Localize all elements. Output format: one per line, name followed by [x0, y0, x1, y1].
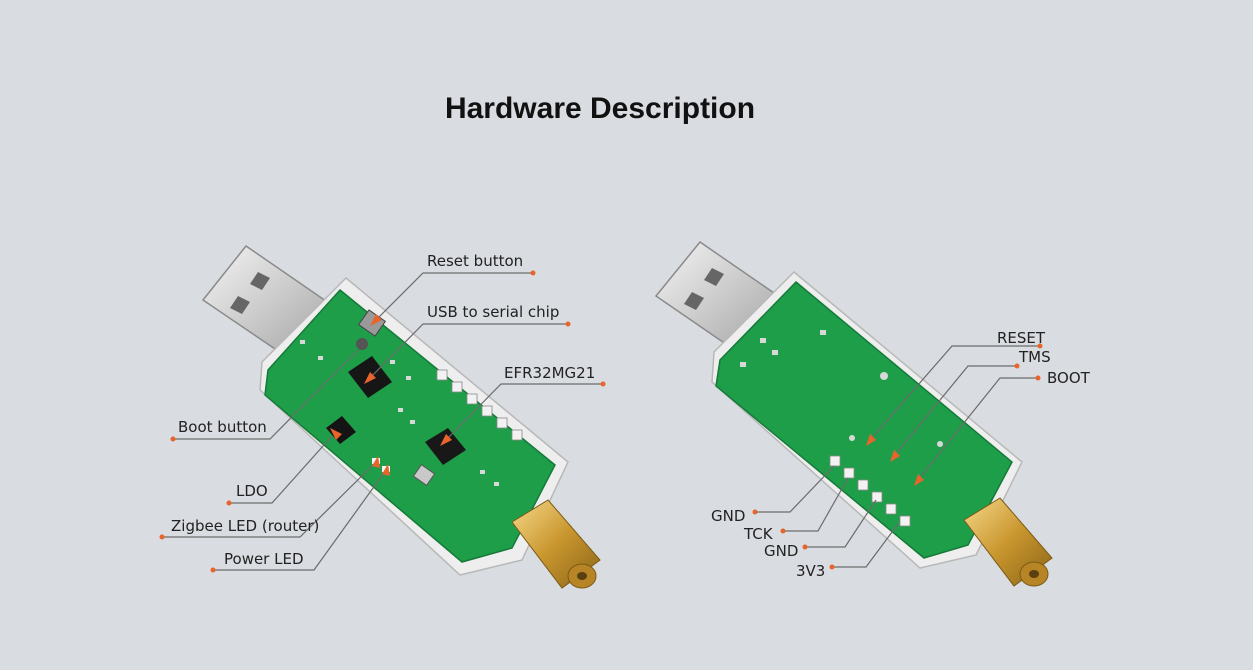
callout-gnd-2: GND — [764, 499, 877, 560]
label-boot: BOOT — [1047, 369, 1091, 387]
label-power-led: Power LED — [224, 550, 304, 568]
label-reset: RESET — [997, 329, 1046, 347]
label-efr32: EFR32MG21 — [504, 364, 595, 382]
label-3v3: 3V3 — [796, 562, 825, 580]
label-gnd-2: GND — [764, 542, 798, 560]
boot-switch — [356, 338, 368, 350]
label-tck: TCK — [743, 525, 774, 543]
callout-boot: BOOT — [914, 369, 1091, 486]
dongle-back — [654, 240, 1053, 587]
callout-gnd-1: GND — [711, 465, 835, 525]
ldo-chip — [326, 416, 356, 444]
label-usb-serial: USB to serial chip — [427, 303, 559, 321]
efr32-chip — [425, 428, 466, 465]
page-title: Hardware Description — [444, 92, 756, 125]
label-zigbee-led: Zigbee LED (router) — [171, 517, 319, 535]
callout-ldo: LDO — [226, 428, 342, 506]
callout-power-led: Power LED — [210, 464, 390, 573]
label-gnd-1: GND — [711, 507, 745, 525]
label-boot-button: Boot button — [178, 418, 267, 436]
callout-reset-button: Reset button — [370, 252, 536, 326]
crystal — [412, 463, 436, 487]
callout-3v3: 3V3 — [796, 523, 899, 580]
callout-usb-serial: USB to serial chip — [364, 303, 571, 384]
label-tms: TMS — [1018, 348, 1051, 366]
callout-zigbee-led: Zigbee LED (router) — [159, 456, 380, 540]
smd-components-front — [300, 340, 499, 486]
pcb-front — [264, 288, 556, 563]
label-reset-button: Reset button — [427, 252, 523, 270]
sma-connector-front — [511, 499, 601, 589]
callout-boot-button: Boot button — [170, 349, 359, 442]
header-pads-front — [436, 369, 523, 441]
callout-reset: RESET — [866, 329, 1046, 446]
callout-efr32: EFR32MG21 — [440, 364, 606, 446]
smd-components-back — [740, 330, 943, 447]
jtag-pads — [829, 455, 911, 527]
callout-tms: TMS — [890, 348, 1051, 462]
sma-connector-back — [963, 497, 1053, 587]
pcb-back — [715, 280, 1013, 559]
callout-tck: TCK — [743, 477, 849, 543]
label-ldo: LDO — [236, 482, 268, 500]
